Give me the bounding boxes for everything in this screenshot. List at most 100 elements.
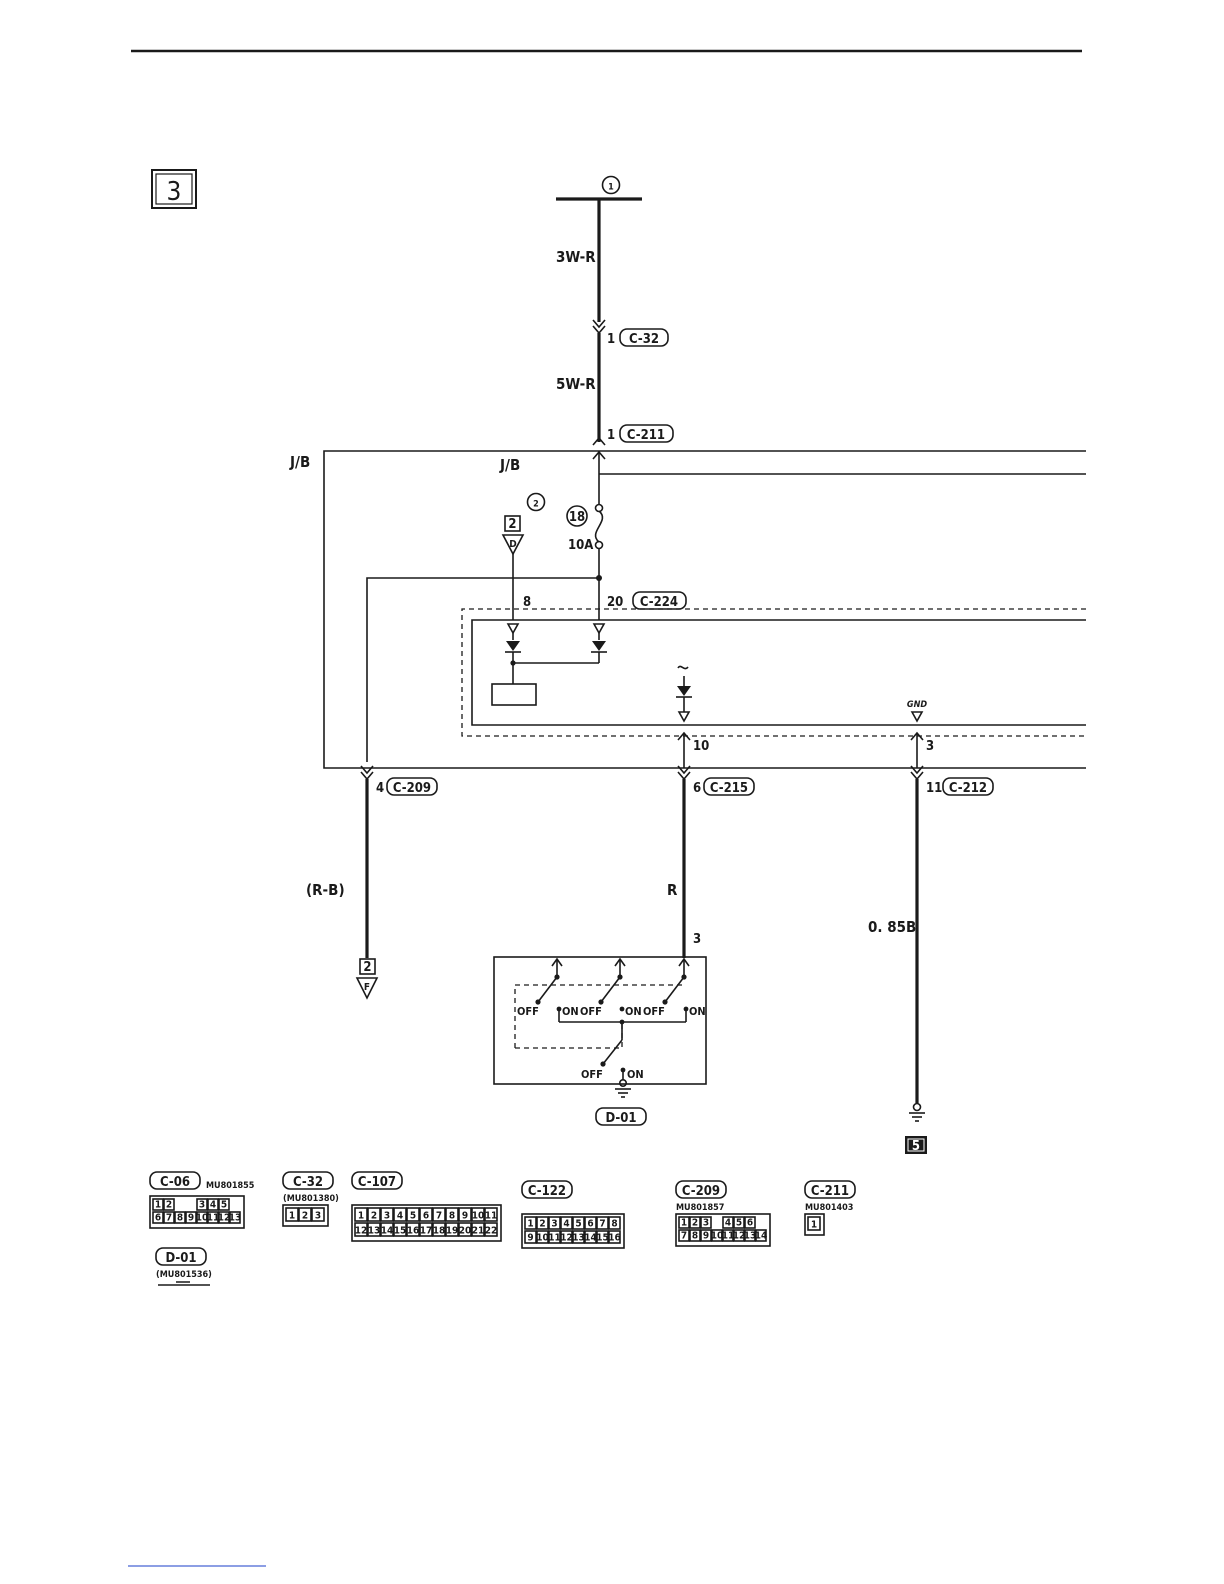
legend-pin: 10 bbox=[536, 1233, 549, 1244]
legend-pin: 11 bbox=[548, 1233, 561, 1244]
legend-pin: 6 bbox=[747, 1218, 753, 1229]
switch-label-off-1: OFF bbox=[517, 1005, 539, 1018]
legend-pin: 13 bbox=[229, 1213, 242, 1224]
legend-pin: 4 bbox=[563, 1219, 569, 1230]
legend-pin: 22 bbox=[485, 1226, 498, 1237]
legend-pin: 13 bbox=[572, 1233, 585, 1244]
legend-pin: 5 bbox=[410, 1211, 416, 1222]
c209-tag bbox=[386, 777, 438, 796]
legend-pin: 12 bbox=[733, 1231, 746, 1242]
legend-pin: 11 bbox=[207, 1213, 220, 1224]
c215-inner-pin: 10 bbox=[693, 739, 709, 754]
legend-pin: 14 bbox=[584, 1233, 597, 1244]
legend-pin: 8 bbox=[177, 1213, 183, 1224]
fuse-element bbox=[594, 510, 604, 543]
legend-pin: 18 bbox=[433, 1226, 446, 1237]
legend-pin: 2 bbox=[371, 1211, 377, 1222]
legend-pin: 2 bbox=[539, 1219, 545, 1230]
c224-pin: 20 bbox=[607, 595, 623, 610]
wire-label-right: 0. 85B bbox=[868, 918, 916, 936]
svg-text:2: 2 bbox=[363, 960, 371, 975]
switch-label-on-3: ON bbox=[689, 1005, 706, 1018]
legend-connector-id: C-06 bbox=[160, 1175, 190, 1190]
legend-pin: 3 bbox=[315, 1211, 321, 1222]
circle-ref-1-label: 1 bbox=[608, 183, 614, 193]
jb-outer-label: J/B bbox=[289, 453, 310, 471]
svg-text:D: D bbox=[509, 539, 516, 550]
switch-label-off-4: OFF bbox=[581, 1068, 603, 1081]
legend-pin: 12 bbox=[560, 1233, 573, 1244]
control-unit-inner bbox=[471, 619, 1086, 726]
legend-pin: 1 bbox=[155, 1200, 161, 1211]
legend-pin: 1 bbox=[527, 1219, 533, 1230]
legend-pin: 1 bbox=[681, 1218, 687, 1229]
c215-tag bbox=[703, 777, 755, 796]
c215-id: C-215 bbox=[710, 781, 748, 796]
legend-pin: 13 bbox=[368, 1226, 381, 1237]
legend-pin: 17 bbox=[420, 1226, 433, 1237]
legend-pin: 7 bbox=[436, 1211, 442, 1222]
legend-pin: 1 bbox=[811, 1220, 817, 1231]
legend-pin: 15 bbox=[394, 1226, 407, 1237]
section-number: 3 bbox=[167, 177, 182, 207]
offpage-connector-f: 2 F bbox=[355, 958, 379, 1000]
legend-pin: 2 bbox=[166, 1200, 172, 1211]
fuse-number-circle bbox=[566, 505, 588, 527]
legend-part-number: MU801403 bbox=[805, 1203, 853, 1213]
switch-arm-2 bbox=[600, 976, 621, 1003]
c209-pin: 4 bbox=[376, 781, 384, 796]
d01-id: D-01 bbox=[605, 1111, 636, 1126]
legend-pin: 4 bbox=[397, 1211, 403, 1222]
legend-pin: 5 bbox=[736, 1218, 742, 1229]
legend-part-number: MU801857 bbox=[676, 1203, 724, 1213]
wire-label-left: (R-B) bbox=[306, 881, 345, 899]
c215-pin: 6 bbox=[693, 781, 701, 796]
c212-inner-pin: 3 bbox=[926, 739, 934, 754]
legend-pin: 9 bbox=[462, 1211, 468, 1222]
legend-pin: 19 bbox=[446, 1226, 459, 1237]
legend-connector-id: D-01 bbox=[165, 1251, 196, 1266]
circle-ref-2 bbox=[526, 492, 546, 512]
legend-part-number: (MU801380) bbox=[283, 1194, 339, 1204]
legend-pin: 1 bbox=[289, 1211, 295, 1222]
c32-pin: 1 bbox=[607, 332, 615, 347]
legend-pin: 2 bbox=[302, 1211, 308, 1222]
legend-pin: 5 bbox=[575, 1219, 581, 1230]
tilde-mark bbox=[677, 665, 689, 670]
legend-pin: 16 bbox=[407, 1226, 420, 1237]
d01-tag bbox=[595, 1107, 647, 1126]
switch-label-off-2: OFF bbox=[580, 1005, 602, 1018]
c211-pin: 1 bbox=[607, 428, 615, 443]
c224-id: C-224 bbox=[640, 595, 678, 610]
legend-pin: 7 bbox=[599, 1219, 605, 1230]
c211-tag bbox=[619, 424, 674, 443]
switch-label-off-3: OFF bbox=[643, 1005, 665, 1018]
legend-pin: 4 bbox=[210, 1200, 216, 1211]
diode-right bbox=[592, 641, 606, 651]
c224-pin-8: 8 bbox=[523, 595, 531, 610]
legend-pin: 7 bbox=[166, 1213, 172, 1224]
ground-symbol-right bbox=[909, 1102, 925, 1122]
legend-connector-id: C-122 bbox=[528, 1184, 566, 1199]
legend-connector-id: C-107 bbox=[358, 1175, 396, 1190]
legend-connector-id: C-211 bbox=[811, 1184, 849, 1199]
legend-pin: 12 bbox=[218, 1213, 231, 1224]
legend-pin: 8 bbox=[449, 1211, 455, 1222]
legend-pin: 9 bbox=[527, 1233, 533, 1244]
switch-arm-4 bbox=[602, 1039, 623, 1065]
switch-arm-3 bbox=[664, 976, 685, 1003]
legend-part-number: (MU801536) bbox=[156, 1270, 212, 1280]
control-unit-outline bbox=[461, 608, 1086, 737]
section-number-badge: 3 bbox=[151, 169, 197, 209]
legend-pin: 3 bbox=[703, 1218, 709, 1229]
legend-pin: 5 bbox=[221, 1200, 227, 1211]
fuse-rating: 10A bbox=[568, 538, 593, 553]
junction-block-outer bbox=[323, 450, 1086, 769]
ground-reference: 5 bbox=[912, 1139, 920, 1154]
